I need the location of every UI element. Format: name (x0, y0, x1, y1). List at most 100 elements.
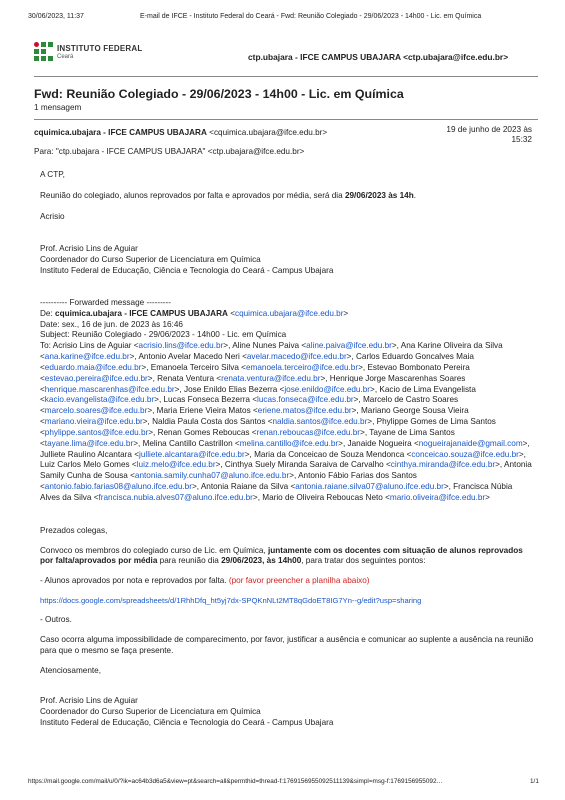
fwd-greeting: Prezados colegas, (40, 525, 108, 535)
recipient-email[interactable]: conceicao.souza@ifce.edu.br (411, 449, 519, 459)
message-count: 1 mensagem (34, 103, 82, 112)
recipient: Kacio de Lima Evangelista <kacio.evangel… (40, 384, 476, 405)
logo-line2: Ceará (57, 54, 74, 60)
recipient-email[interactable]: marcelo.soares@ifce.edu.br (44, 406, 148, 416)
recipient-email[interactable]: eriene.matos@ifce.edu.br (257, 406, 352, 416)
recipient: Tayane de Lima Santos <tayane.lima@ifce.… (40, 427, 455, 448)
recipient-email[interactable]: eduardo.maia@ifce.edu.br (44, 362, 142, 372)
recipient-email[interactable]: henrique.mascarenhas@ifce.edu.br (44, 384, 175, 394)
recipient: Maria Eriene Vieira Matos <eriene.matos@… (156, 406, 361, 416)
message-from: cquimica.ubajara - IFCE CAMPUS UBAJARA <… (34, 128, 327, 139)
from-name: cquimica.ubajara - IFCE CAMPUS UBAJARA (34, 128, 207, 137)
fwd-item2: - Outros. (40, 615, 72, 625)
forward-from: De: cquimica.ubajara - IFCE CAMPUS UBAJA… (40, 308, 349, 318)
recipient: Mario de Oliveira Reboucas Neto <mario.o… (262, 492, 490, 502)
recipient-email[interactable]: cinthya.miranda@ifce.edu.br (390, 460, 496, 470)
recipient-email[interactable]: ana.karine@ifce.edu.br (44, 352, 130, 362)
recipient-email[interactable]: antonia.raiane.silva07@aluno.ifce.edu.br (295, 482, 444, 492)
print-page-number: 1/1 (530, 778, 539, 785)
recipient: Julliete Raulino Alcantara <julliete.alc… (40, 449, 255, 459)
date-line2: 15:32 (511, 135, 533, 145)
recipient-email[interactable]: julliete.alcantara@ifce.edu.br (139, 449, 245, 459)
recipient: Cinthya Suely Miranda Saraiva de Carvalh… (224, 460, 505, 470)
recipient: Francisca Núbia Alves da Silva <francisc… (40, 482, 513, 502)
divider (34, 119, 538, 120)
message-body: A CTP, Reunião do colegiado, alunos repr… (40, 170, 534, 277)
recipient-email[interactable]: avelar.macedo@ifce.edu.br (246, 352, 347, 362)
greeting: A CTP, (40, 170, 65, 179)
date-line1: 19 de junho de 2023 às (446, 125, 532, 134)
forward-marker: ---------- Forwarded message --------- (40, 298, 171, 307)
recipient: Melina Cantillo Castrillon <melina.canti… (142, 438, 348, 448)
recipient-email[interactable]: antonio.fabio.farias08@aluno.ifce.edu.br (44, 482, 192, 492)
recipient: Ana Karine Oliveira da Silva <ana.karine… (40, 341, 503, 362)
recipient: Henrique Jorge Mascarenhas Soares <henri… (40, 373, 466, 394)
recipient: Mariano George Sousa Vieira <mariano.vie… (40, 406, 469, 427)
print-url: https://mail.google.com/mail/u/0/?ik=ac6… (28, 778, 443, 785)
recipient-email[interactable]: antonia.samily.cunha07@aluno.ifce.edu.br (134, 471, 290, 481)
recipient-email[interactable]: nogueirajanaide@gmail.com (418, 438, 523, 448)
recipient: Carlos Eduardo Goncalves Maia <eduardo.m… (40, 352, 474, 372)
recipient: Antonio Avelar Macedo Neri <avelar.maced… (138, 352, 357, 362)
ifce-logo: INSTITUTO FEDERAL Ceará (34, 42, 184, 70)
print-title: E-mail de IFCE - Instituto Federal do Ce… (140, 13, 482, 20)
spreadsheet-link[interactable]: https://docs.google.com/spreadsheets/d/1… (40, 596, 422, 606)
fwd-closing: Atenciosamente, (40, 665, 101, 675)
from-email: <cquimica.ubajara@ifce.edu.br> (209, 128, 328, 137)
forward-from-email[interactable]: cquimica.ubajara@ifce.edu.br (234, 308, 344, 318)
recipient: Luiz Carlos Melo Gomes <luiz.melo@ifce.e… (40, 460, 225, 470)
forward-subject: Subject: Reunião Colegiado - 29/06/2023 … (40, 330, 287, 340)
forward-date: Date: sex., 16 de jun. de 2023 às 16:46 (40, 319, 183, 329)
message-date: 19 de junho de 2023 às 15:32 (420, 125, 532, 146)
recipient-email[interactable]: emanoela.terceiro@ifce.edu.br (245, 362, 359, 372)
recipient: Aline Nunes Paiva <aline.paiva@ifce.edu.… (232, 341, 401, 351)
recipient-email[interactable]: renan.reboucas@ifce.edu.br (256, 427, 361, 437)
recipient: Phylippe Gomes de Lima Santos <phylippe.… (40, 417, 496, 437)
message-to: Para: "ctp.ubajara - IFCE CAMPUS UBAJARA… (34, 147, 305, 156)
recipient: Lucas Fonseca Bezerra <lucas.fonseca@ifc… (163, 395, 363, 405)
recipient: Marcelo de Castro Soares <marcelo.soares… (40, 395, 459, 416)
recipient: Naldia Paula Costa dos Santos <naldia.sa… (152, 417, 377, 427)
recipient-email[interactable]: acrisio.lins@ifce.edu.br (138, 341, 224, 351)
recipient: Antonio Fábio Farias dos Santos <antonio… (40, 471, 417, 492)
account-label: ctp.ubajara - IFCE CAMPUS UBAJARA <ctp.u… (248, 52, 509, 62)
recipient-email[interactable]: tayane.lima@ifce.edu.br (44, 438, 134, 448)
recipient-email[interactable]: luiz.melo@ifce.edu.br (136, 460, 216, 470)
recipient-email[interactable]: phylippe.santos@ifce.edu.br (44, 427, 149, 437)
recipient-email[interactable]: estevao.pereira@ifce.edu.br (44, 373, 148, 383)
divider (34, 76, 538, 77)
recipient: Antonia Raiane da Silva <antonia.raiane.… (200, 482, 454, 492)
recipient-email[interactable]: naldia.santos@ifce.edu.br (272, 417, 368, 427)
recipient-email[interactable]: renata.ventura@ifce.edu.br (221, 373, 321, 383)
signature: Prof. Acrisio Lins de Aguiar Coordenador… (40, 244, 334, 276)
logo-line1: INSTITUTO FEDERAL (57, 44, 143, 53)
recipient-email[interactable]: lucas.fonseca@ifce.edu.br (257, 395, 354, 405)
forwarded-message: ---------- Forwarded message --------- D… (40, 298, 534, 729)
fwd-paragraph2: Caso ocorra alguma impossibilidade de co… (40, 634, 534, 655)
recipient: Maria da Conceicao de Souza Mendonca <co… (254, 449, 526, 459)
thread-subject: Fwd: Reunião Colegiado - 29/06/2023 - 14… (34, 87, 404, 101)
logo-mark-icon (34, 42, 54, 64)
recipient: Janaide Nogueira <nogueirajanaide@gmail.… (347, 438, 530, 448)
fwd-item1: - Alunos aprovados por nota e reprovados… (40, 576, 370, 586)
recipient: Emanoela Terceiro Silva <emanoela.tercei… (150, 362, 368, 372)
recipient: Jose Enildo Elias Bezerra <jose.enildo@i… (183, 384, 380, 394)
closing: Acrisio (40, 211, 65, 221)
recipient: Antonia Samily Cunha de Sousa <antonia.s… (40, 460, 532, 481)
print-datetime: 30/06/2023, 11:37 (28, 13, 84, 20)
fwd-paragraph1: Convoco os membros do colegiado curso de… (40, 545, 523, 566)
intro: Reunião do colegiado, alunos reprovados … (40, 190, 416, 200)
recipient: To: Acrisio Lins de Aguiar <acrisio.lins… (40, 341, 233, 351)
recipient: Renan Gomes Reboucas <renan.reboucas@ifc… (157, 427, 370, 437)
recipient-email[interactable]: aline.paiva@ifce.edu.br (306, 341, 392, 351)
forward-recipients: To: Acrisio Lins de Aguiar <acrisio.lins… (40, 341, 534, 503)
recipient-email[interactable]: kacio.evangelista@ifce.edu.br (44, 395, 155, 405)
recipient-email[interactable]: melina.cantillo@ifce.edu.br (239, 438, 339, 448)
recipient-email[interactable]: mario.oliveira@ifce.edu.br (389, 492, 486, 502)
recipient-email[interactable]: francisca.nubia.alves07@aluno.ifce.edu.b… (98, 492, 253, 502)
recipient-email[interactable]: jose.enildo@ifce.edu.br (284, 384, 371, 394)
fwd-signature: Prof. Acrisio Lins de Aguiar Coordenador… (40, 696, 334, 728)
recipient-email[interactable]: mariano.vieira@ifce.edu.br (44, 417, 143, 427)
recipient: Estevao Bombonato Pereira <estevao.perei… (40, 362, 470, 383)
recipient: Renata Ventura <renata.ventura@ifce.edu.… (157, 373, 330, 383)
